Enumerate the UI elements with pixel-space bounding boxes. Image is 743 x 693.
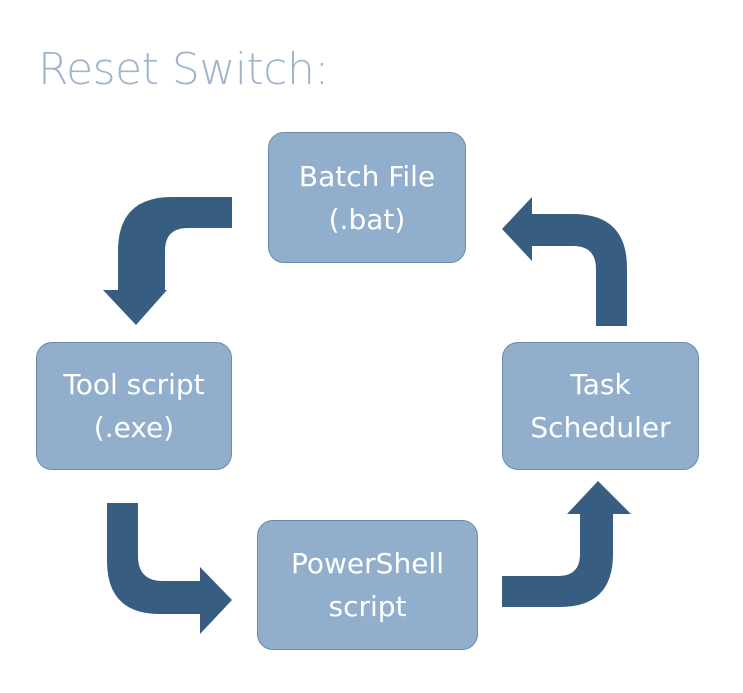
node-tool-script-line1: Tool script xyxy=(63,368,205,401)
node-task-scheduler-line1: Task xyxy=(570,368,631,401)
node-task-scheduler: Task Scheduler xyxy=(502,342,699,470)
arrow-powershell-to-task xyxy=(502,481,631,607)
node-powershell-script-line2: script xyxy=(328,590,407,623)
arrow-tool-to-powershell xyxy=(107,503,232,634)
arrow-task-to-batch xyxy=(502,197,627,326)
node-tool-script: Tool script (.exe) xyxy=(36,342,232,470)
node-batch-file-line2: (.bat) xyxy=(328,202,406,236)
node-task-scheduler-line2: Scheduler xyxy=(530,411,671,444)
node-batch-file-line1: Batch File xyxy=(298,159,436,193)
node-batch-file: Batch File (.bat) xyxy=(268,132,466,263)
node-powershell-script: PowerShell script xyxy=(257,520,478,650)
node-powershell-script-line1: PowerShell xyxy=(291,547,444,580)
diagram-title: Reset Switch: xyxy=(38,44,329,95)
arrow-batch-to-tool xyxy=(103,197,232,325)
node-tool-script-line2: (.exe) xyxy=(93,411,175,444)
